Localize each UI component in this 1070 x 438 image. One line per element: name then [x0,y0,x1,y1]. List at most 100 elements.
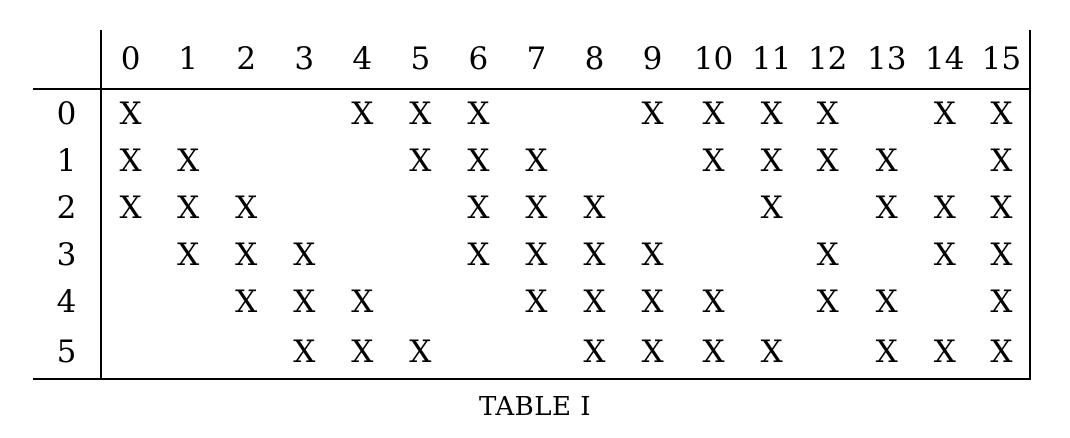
table-cell: X [681,325,746,380]
table-cell: X [702,95,725,132]
table-cell: X [816,95,839,132]
column-header: 1 [178,41,198,77]
column-header: 7 [526,41,547,77]
data-table: 0 1 2 3 4 5 6 7 8 9 10 11 12 13 14 15 0 [33,30,1032,380]
column-header: 11 [751,41,792,77]
table-cell: X [816,236,839,273]
table-cell: X [525,236,548,273]
table-row: 0 X X X X X X X X X X [33,89,1032,137]
row-label: 5 [33,325,103,380]
row-label: 3 [33,231,103,278]
table-cell: X [293,236,316,273]
table-cell: X [235,236,258,273]
table-cell: X [875,283,898,320]
table-cell: X [583,236,606,273]
table-row: 5 X X X X X X X X X X [33,325,1032,380]
table-cell: X [973,137,1032,184]
table-cell [858,89,916,137]
table-cell: X [816,283,839,320]
table-cell: X [816,142,839,179]
column-header: 2 [236,41,257,77]
table-cell [333,184,391,231]
table-cell: X [623,325,682,380]
table-cell: X [973,325,1032,380]
table-cell: X [293,283,316,320]
table-cell: X [565,325,624,380]
table-cell [101,231,159,278]
table-cell: X [177,189,200,226]
table-cell [565,89,623,137]
table-cell [507,325,566,380]
table-cell [746,231,798,278]
table-cell: X [467,142,490,179]
table-cell: X [641,95,664,132]
table-cell [391,231,449,278]
table-cell [449,278,507,325]
column-header: 12 [807,41,848,77]
column-header: 5 [410,41,431,77]
table-cell [798,184,858,231]
table-cell: X [915,325,974,380]
table-cell [797,325,858,380]
table-cell: X [583,283,606,320]
table-cell: X [409,95,432,132]
table-cell: X [467,236,490,273]
table-cell [682,231,746,278]
table-container: 0 1 2 3 4 5 6 7 8 9 10 11 12 13 14 15 0 [33,30,1032,380]
table-cell [217,89,275,137]
table-cell [507,89,565,137]
table-cell [159,89,217,137]
table-cell: X [467,95,490,132]
table-cell: X [119,95,142,132]
column-header: 15 [973,30,1032,89]
table-cell: X [235,189,258,226]
table-cell: X [467,189,490,226]
table-cell [101,325,160,380]
table-cell: X [525,142,548,179]
table-cell: X [973,89,1032,137]
column-header: 6 [468,41,489,77]
corner-cell [33,30,103,89]
table-cell: X [525,283,548,320]
table-cell [746,278,798,325]
column-header: 13 [866,41,907,77]
table-cell [275,89,333,137]
table-cell: X [119,142,142,179]
table-cell [333,231,391,278]
table-cell: X [875,142,898,179]
table-cell: X [177,236,200,273]
table-cell: X [702,283,725,320]
table-body: 0 X X X X X X X X X X 1 X X [33,89,1032,380]
table-cell: X [583,189,606,226]
table-cell: X [857,325,916,380]
table-cell: X [702,142,725,179]
table-cell [159,325,218,380]
table-cell: X [391,325,450,380]
table-cell [449,325,508,380]
column-header: 8 [584,41,605,77]
row-label: 4 [33,278,103,325]
table-cell: X [973,184,1032,231]
table-row: 4 X X X X X X X X X X [33,278,1032,325]
column-header: 14 [925,41,965,77]
column-header: 4 [352,41,373,77]
table-cell [333,137,391,184]
column-header: 9 [642,41,663,77]
table-row: 1 X X X X X X X X X X [33,137,1032,184]
table-cell: X [933,189,956,226]
table-cell [391,184,449,231]
table-cell: X [351,283,374,320]
table-cell: X [760,142,783,179]
table-cell [682,184,746,231]
table-cell: X [641,236,664,273]
table-cell [916,137,974,184]
table-cell [217,137,275,184]
table-caption: TABLE I [478,392,592,422]
table-cell [159,278,217,325]
table-cell [275,137,333,184]
table-cell: X [333,325,392,380]
table-cell: X [875,189,898,226]
table-cell: X [973,231,1032,278]
row-label: 2 [33,184,103,231]
table-cell [217,325,276,380]
